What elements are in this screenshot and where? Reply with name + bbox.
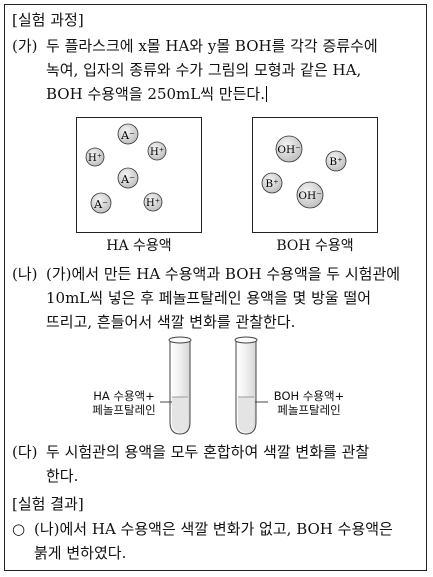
boh-particle-b1: B⁺ — [325, 150, 347, 172]
boh-particle-b2: B⁺ — [261, 172, 283, 194]
boh-particle-label: OH⁻ — [277, 144, 300, 156]
ha-particle-label: H⁺ — [150, 147, 164, 158]
ha-particle-a3: A⁻ — [90, 192, 112, 214]
tube-label-boh: BOH 수용액+ 페놀프탈레인 — [266, 389, 352, 417]
boh-particle-oh2: OH⁻ — [296, 181, 324, 209]
tube-label-boh-line1: BOH 수용액+ — [273, 389, 345, 403]
ha-particle-label: A⁻ — [93, 198, 108, 211]
step-a-label: (가) — [12, 37, 38, 55]
result-line2: 붉게 변하였다. — [34, 544, 127, 562]
step-b-line2: 10mL씩 넣은 후 페놀프탈레인 용액을 몇 방울 떨어 — [46, 289, 372, 307]
tube-label-ha-line2: 페놀프탈레인 — [92, 403, 156, 417]
ha-particle-a1: A⁻ — [117, 123, 139, 145]
result-bullet: ○ — [12, 520, 26, 538]
section-title-result: [실험 결과] — [12, 495, 84, 513]
boh-particle-label: B⁺ — [329, 156, 342, 168]
test-tube-boh — [234, 336, 258, 435]
text-cursor — [265, 86, 267, 102]
ha-particle-a2: A⁻ — [117, 167, 139, 189]
step-b-line3: 뜨리고, 흔들어서 색깔 변화를 관찰한다. — [46, 313, 296, 331]
problem-frame — [4, 4, 427, 571]
step-a-line2: 녹여, 입자의 종류와 수가 그림의 모형과 같은 HA, — [46, 61, 362, 79]
ha-model-caption: HA 수용액 — [106, 238, 172, 254]
result: ○ (나)에서 HA 수용액은 색깔 변화가 없고, BOH 수용액은 붉게 변하… — [12, 517, 417, 565]
tube-label-ha: HA 수용액+ 페놀프탈레인 — [84, 389, 164, 417]
ha-model-box — [76, 117, 202, 233]
step-a-line3: BOH 수용액을 250mL씩 만든다. — [46, 85, 265, 103]
step-c-label: (다) — [12, 443, 38, 461]
step-b: (나) (가)에서 만든 HA 수용액과 BOH 수용액을 두 시험관에 10mL… — [12, 262, 417, 334]
ha-particle-label: A⁻ — [120, 129, 135, 142]
boh-model-caption: BOH 수용액 — [276, 238, 354, 254]
step-a-line1: 두 플라스크에 x몰 HA와 y몰 BOH를 각각 증류수에 — [46, 37, 378, 55]
boh-particle-oh1: OH⁻ — [275, 135, 303, 163]
step-b-label: (나) — [12, 265, 38, 283]
step-c: (다) 두 시험관의 용액을 모두 혼합하여 색깔 변화를 관찰 한다. — [12, 440, 417, 488]
boh-particle-label: OH⁻ — [298, 190, 321, 202]
tube-label-ha-line1: HA 수용액+ — [93, 389, 155, 403]
step-c-line2: 한다. — [46, 467, 79, 485]
ha-particle-h1: H⁺ — [85, 147, 105, 167]
result-line1: (나)에서 HA 수용액은 색깔 변화가 없고, BOH 수용액은 — [34, 520, 393, 538]
step-a: (가) 두 플라스크에 x몰 HA와 y몰 BOH를 각각 증류수에 녹여, 입자… — [12, 34, 417, 106]
ha-particle-label: H⁺ — [88, 153, 102, 164]
ha-particle-label: A⁻ — [120, 173, 135, 186]
section-title-procedure: [실험 과정] — [12, 11, 84, 29]
step-b-line1: (가)에서 만든 HA 수용액과 BOH 수용액을 두 시험관에 — [46, 265, 401, 283]
tube-label-boh-line2: 페놀프탈레인 — [277, 403, 341, 417]
ha-particle-label: H⁺ — [146, 198, 160, 209]
ha-particle-h2: H⁺ — [147, 141, 167, 161]
step-c-line1: 두 시험관의 용액을 모두 혼합하여 색깔 변화를 관찰 — [46, 443, 370, 461]
test-tube-ha — [168, 336, 192, 435]
ha-particle-h3: H⁺ — [143, 192, 163, 212]
boh-particle-label: B⁺ — [265, 178, 278, 190]
